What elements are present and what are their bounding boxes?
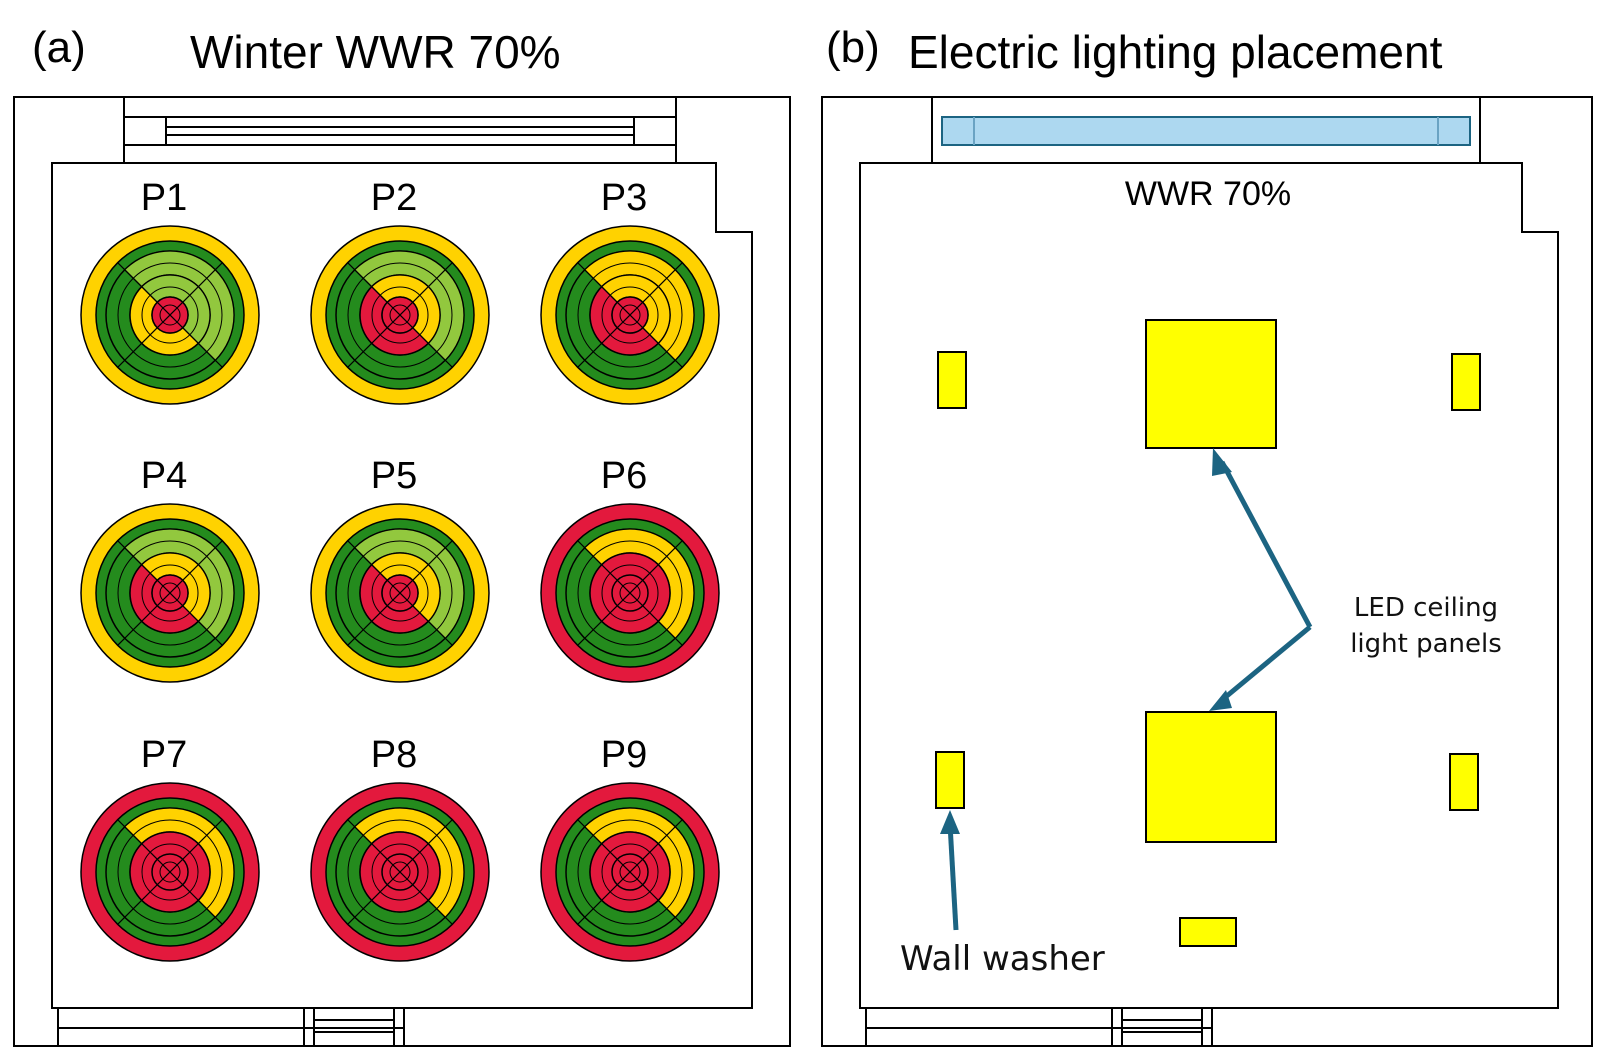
sensor-grid-circle [141,286,199,344]
sensor-label: P2 [371,177,417,219]
top-window-bay [123,96,677,164]
sensor-p7: P7 [80,734,260,962]
room-outline-b [859,162,1559,1009]
sensor-grid-circle [347,540,453,646]
annotation-arrows [940,448,1313,931]
sensor-crosshair [347,819,453,925]
led-label-line2: light panels [1350,629,1502,659]
sensor-grid-circle [389,304,411,326]
sensor-grid-circle [601,843,659,901]
arrow-head-lower [1209,690,1232,711]
wall-washer-lower-left [935,751,965,809]
sensor-label: P1 [141,177,187,219]
sensor-grid-circle [117,262,223,368]
sensor-p2: P2 [310,177,490,405]
wall-washer-lower-right [1449,753,1479,811]
sensor-grid-circle [619,861,641,883]
sensor-grid-circle [371,564,429,622]
panel-a-title: Winter WWR 70% [190,26,561,78]
arrow-head-upper [1212,448,1232,476]
sensor-p1: P1 [80,177,260,405]
sensor-label: P9 [601,734,647,776]
sensor-grid-circle [141,843,199,901]
sensor-grid-circle [601,286,659,344]
arrow-to-lower-panel [1220,625,1312,702]
sensor-grid-circle [389,582,411,604]
top-window-frame [123,116,677,146]
arrow-to-upper-panel [1219,460,1313,629]
sensor-crosshair [577,540,683,646]
sensor-grid-circle [159,582,181,604]
wall-washer-label: Wall washer [900,939,1105,979]
led-ceiling-panel-lower [1145,711,1277,843]
door-b [1111,1007,1213,1047]
sensor-grid-circle [577,262,683,368]
window-wwr-label: WWR 70% [1125,175,1291,213]
sensor-p6: P6 [540,455,720,683]
sensor-grid-circle [347,262,453,368]
sensor-label: P4 [141,455,187,497]
sensor-grid-circle [619,582,641,604]
door [303,1007,405,1047]
sensor-label: P8 [371,734,417,776]
sensor-grid-circle [371,843,429,901]
sensor-crosshair [117,262,223,368]
arrow-to-wall-washer [947,823,959,931]
sensor-label: P7 [141,734,187,776]
panel-b-tag: (b) [826,23,880,72]
sensor-grid-circle [371,286,429,344]
sensor-label: P6 [601,455,647,497]
sensor-grid-circle [601,564,659,622]
sensor-crosshair [347,540,453,646]
panel-b-title: Electric lighting placement [908,26,1443,78]
sensor-label: P3 [601,177,647,219]
sensor-grid-circle [619,304,641,326]
sensor-grid-circle [577,540,683,646]
sensor-crosshair [117,540,223,646]
led-label-line1: LED ceiling [1354,593,1498,623]
sensor-crosshair [577,819,683,925]
sensor-grid-circle [141,564,199,622]
panel-a-tag: (a) [32,23,86,72]
wall-washer-bottom [1179,917,1237,947]
window-glazing [941,116,1471,146]
sensor-label: P5 [371,455,417,497]
panel-b-floor-plan [821,96,1593,1047]
panel-b: (b) Electric lighting placement WWR 70% [821,23,1593,1047]
sensor-grid-circle [389,861,411,883]
led-ceiling-panel-upper [1145,319,1277,449]
sensor-crosshair [347,262,453,368]
arrow-head-wall-washer [940,810,960,834]
fixtures [935,319,1481,947]
wall-washer-upper-right [1451,353,1481,411]
sensor-crosshair [577,262,683,368]
sensor-grid-circle [577,819,683,925]
sensor-grid-circle [117,540,223,646]
sensor-grid-circle [347,819,453,925]
sensor-grid-circle [159,304,181,326]
wall-washer-upper-left [937,351,967,409]
sensor-p4: P4 [80,455,260,683]
sensor-p9: P9 [540,734,720,962]
sensor-crosshair [117,819,223,925]
sensor-p5: P5 [310,455,490,683]
sensor-p8: P8 [310,734,490,962]
sensor-p3: P3 [540,177,720,405]
sensor-grid-circle [159,861,181,883]
sensor-grid-circle [117,819,223,925]
